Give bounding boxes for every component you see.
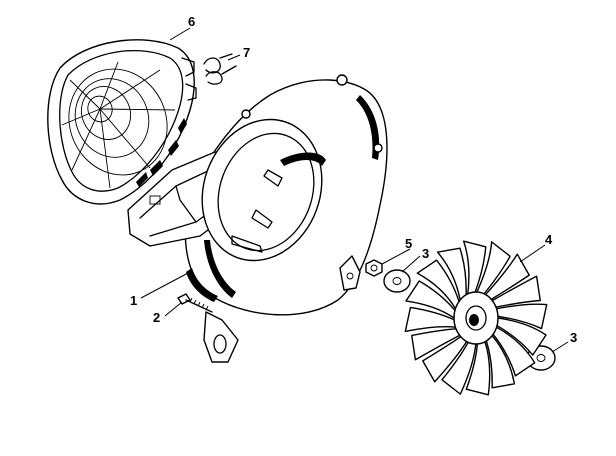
impeller-blade: [492, 326, 536, 377]
washer-part-upper: [383, 269, 411, 293]
impeller-blade: [422, 335, 469, 383]
impeller-blade: [495, 303, 548, 330]
impeller-blade: [485, 334, 516, 389]
screw-part: [177, 293, 213, 313]
impeller-blade: [465, 339, 491, 396]
callout-1: 1: [130, 293, 137, 308]
impeller-blade: [462, 240, 487, 297]
leader-lines: [140, 27, 569, 353]
impeller-blade: [490, 275, 541, 308]
callout-2: 2: [153, 310, 160, 325]
intake-cover-part: [47, 39, 197, 205]
callout-5: 5: [405, 236, 412, 251]
callout-7: 7: [243, 45, 250, 60]
impeller-blade: [416, 259, 460, 310]
impeller-blade: [436, 247, 467, 302]
impeller-blade: [405, 280, 456, 319]
callout-6: 6: [188, 14, 195, 29]
impeller-blade: [483, 253, 530, 301]
impeller-blade: [411, 328, 462, 361]
spring-clip-part: [203, 53, 237, 85]
impeller-blade: [441, 340, 477, 395]
impeller-blade: [475, 241, 511, 296]
impeller-fan-part: [404, 240, 548, 396]
impeller-blade: [496, 317, 547, 356]
impeller-blade: [404, 306, 457, 333]
nut-part: [365, 259, 383, 277]
callout-3-lower: 3: [570, 330, 577, 345]
fan-housing-part: [127, 74, 388, 363]
callout-3-upper: 3: [422, 246, 429, 261]
callout-4: 4: [545, 232, 553, 247]
